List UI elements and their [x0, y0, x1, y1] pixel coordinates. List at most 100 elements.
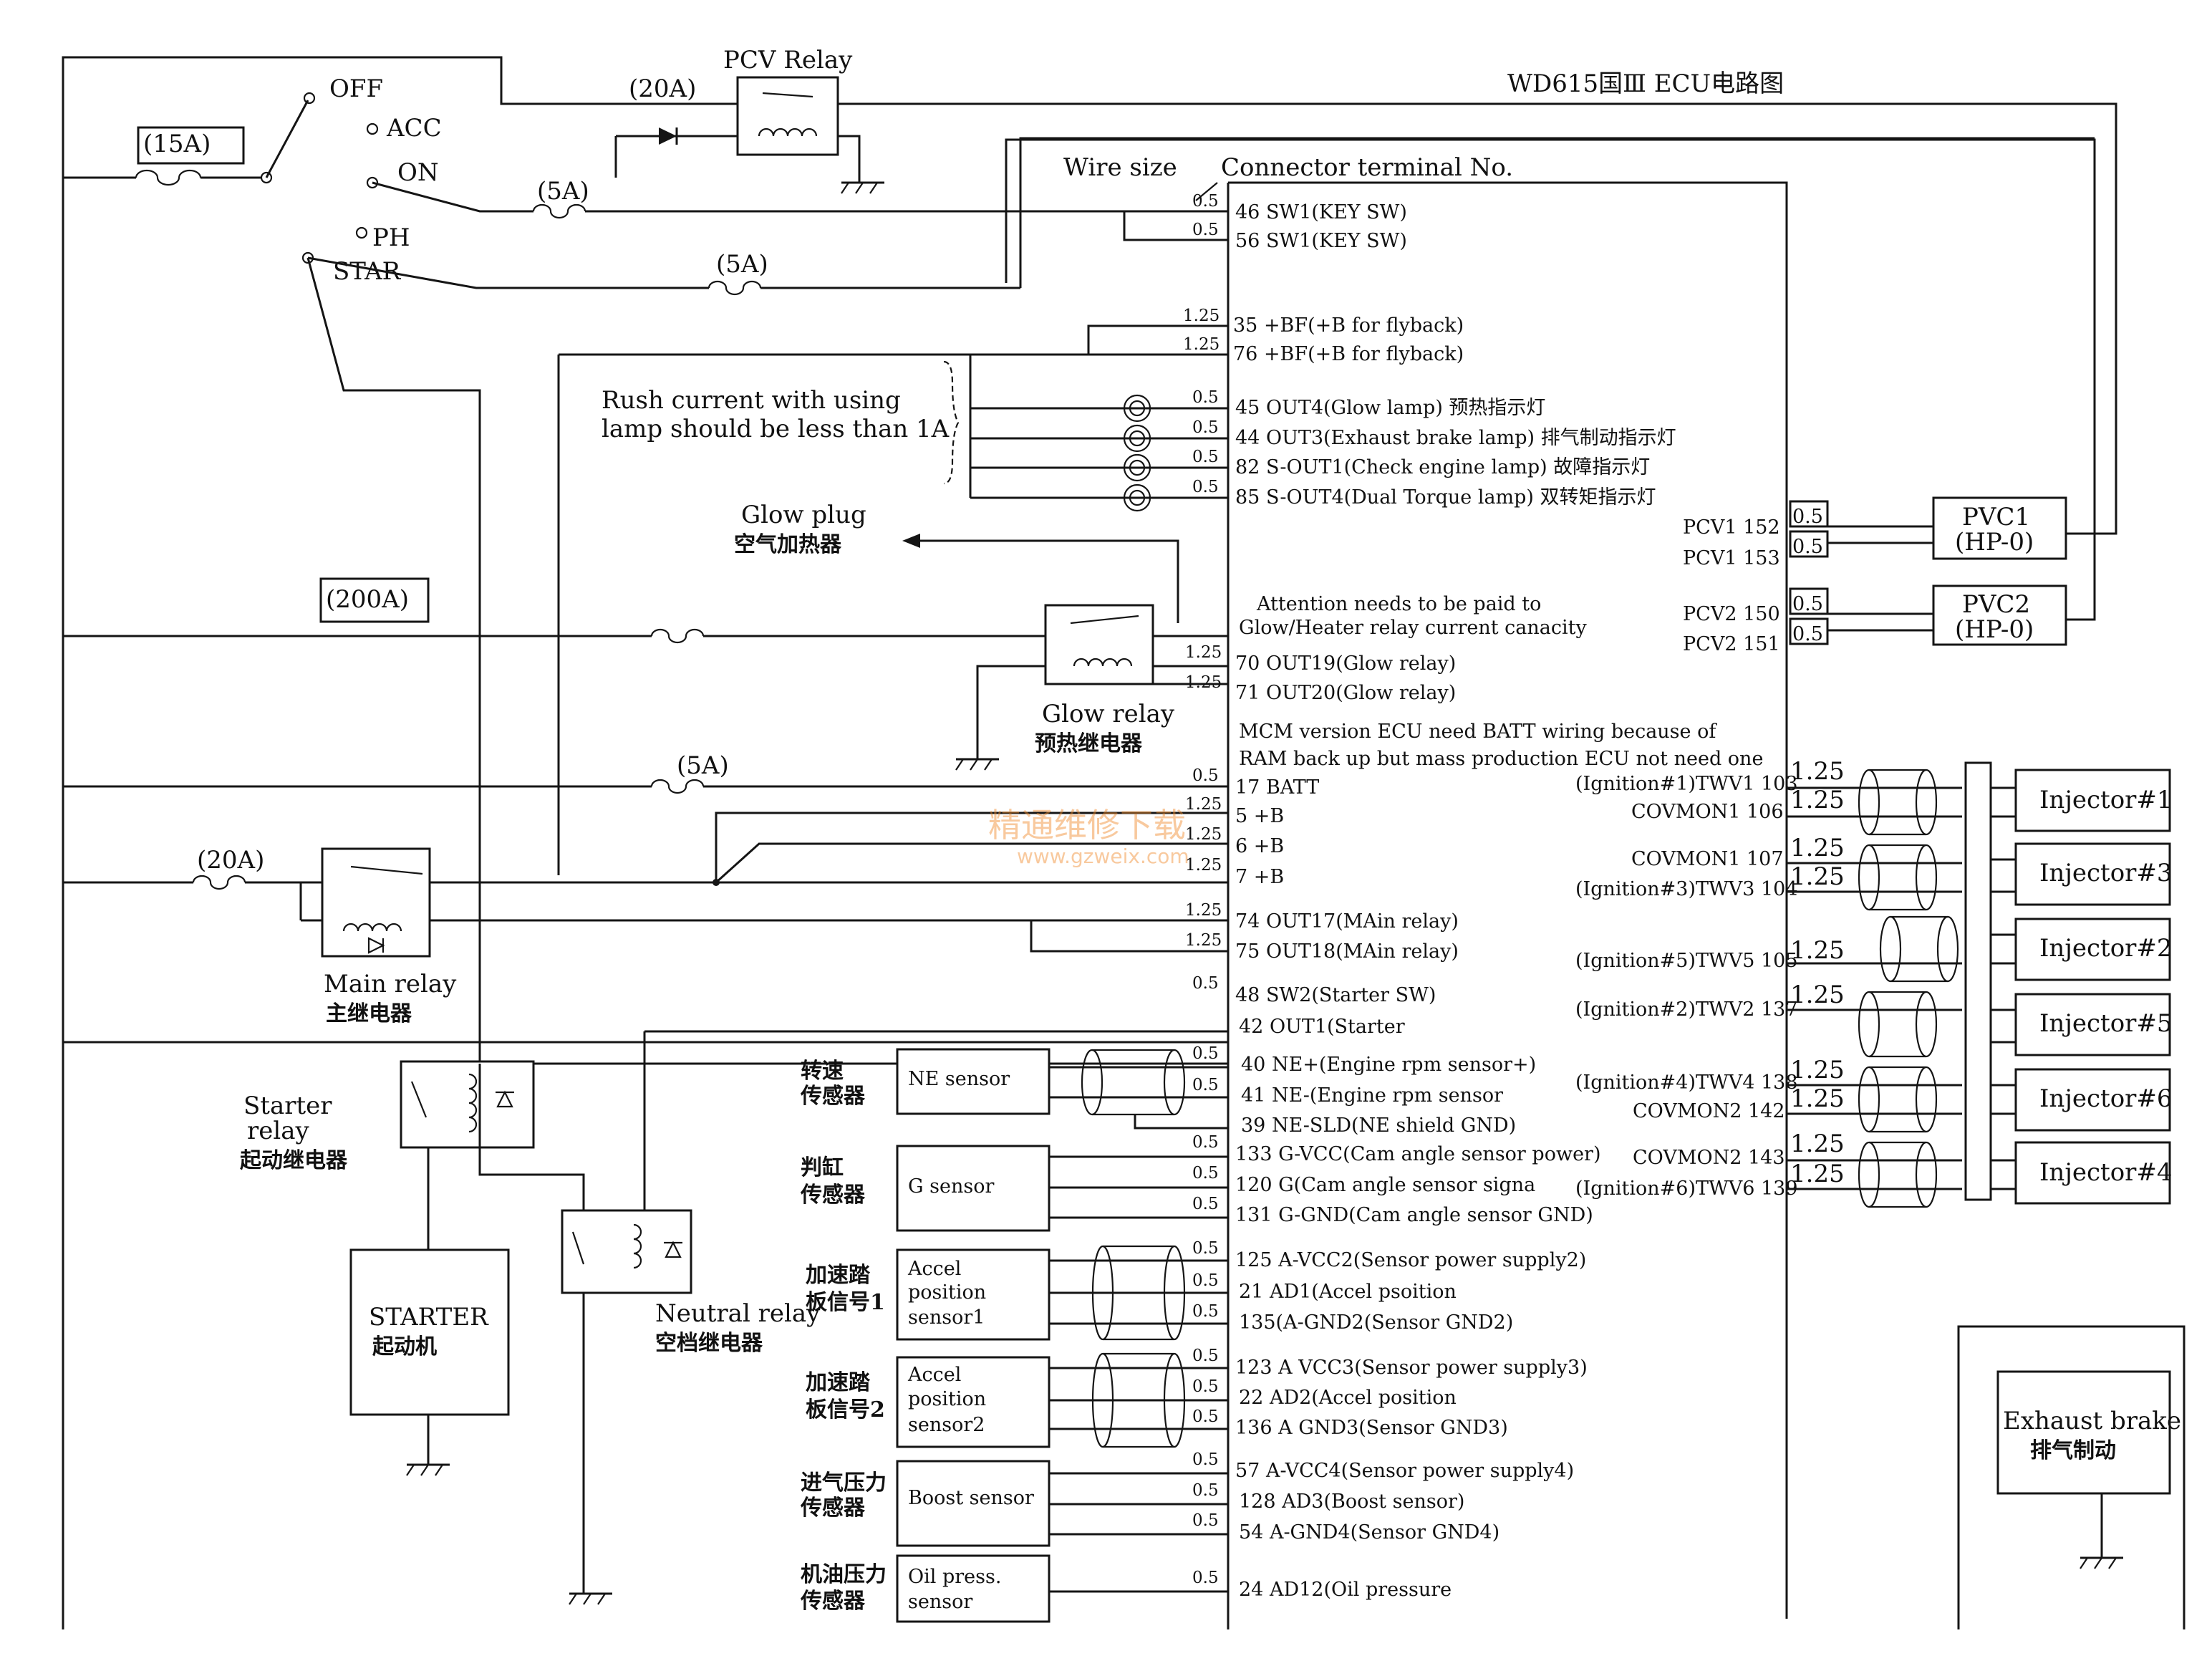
fuse-200a-label: (200A) [326, 585, 409, 614]
main-relay-zh: 主继电器 [326, 1001, 412, 1026]
ecu-pin-label: 45 OUT4(Glow lamp) 预热指示灯 [1235, 397, 1545, 419]
ecu-pin-label: 135(A-GND2(Sensor GND2) [1239, 1311, 1513, 1334]
injector-label: Injector#1 [2039, 786, 2173, 814]
ecu-pin-wire-size: 0.5 [1192, 1511, 1219, 1530]
sensor-box-label: Boost sensor [908, 1487, 1034, 1509]
switch-off: OFF [329, 74, 383, 103]
sensor-box-label: Accel [907, 1364, 961, 1386]
exhaust-brake-label: Exhaust brake [2003, 1407, 2181, 1435]
sensor-zh: 转速 [801, 1059, 844, 1084]
power-section: (5A) (20A) Main relay 主继电器 [63, 355, 1228, 1044]
rush-note-2: lamp should be less than 1A [602, 415, 950, 443]
inj-wire-size: 1.25 [1790, 862, 1845, 891]
ecu-pin-label: 17 BATT [1235, 776, 1319, 799]
sensor-box-label: sensor [908, 1591, 972, 1613]
inj-wire-size: 1.25 [1790, 1084, 1845, 1113]
ecu-pin-label: 71 OUT20(Glow relay) [1235, 682, 1456, 704]
ecu-pin-wire-size: 0.5 [1192, 1076, 1219, 1094]
glow-relay-zh: 预热继电器 [1035, 731, 1143, 756]
ecu-pin-label: 35 +BF(+B for flyback) [1233, 314, 1464, 337]
sensor-box-label: sensor1 [908, 1306, 985, 1329]
ecu-pin-wire-size: 0.5 [1192, 1407, 1219, 1426]
fuse-5a-on-label: (5A) [537, 177, 589, 206]
ecu-pin-wire-size: 0.5 [1192, 1239, 1219, 1258]
mcm-note-2: RAM back up but mass production ECU not … [1239, 748, 1763, 770]
pcv1-sub: (HP-0) [1955, 528, 2034, 557]
switch-on: ON [397, 158, 439, 187]
ecu-pin-label: 6 +B [1235, 835, 1284, 857]
sensor-zh: 传感器 [800, 1183, 866, 1208]
sensor-zh: 机油压力 [801, 1562, 887, 1587]
fuse-20a-pcv-label: (20A) [629, 74, 696, 103]
ecu-pin-wire-size: 1.25 [1185, 931, 1222, 950]
ecu-pin-wire-size: 1.25 [1185, 673, 1222, 692]
sensor-section: 转速 传感器 NE sensor 判缸 传感器 G sensor 加速踏 板信号… [800, 1048, 1228, 1623]
injector-label: Injector#3 [2039, 859, 2173, 887]
pcv-wire-size: 0.5 [1792, 536, 1823, 558]
ecu-pin-wire-size: 0.5 [1192, 1044, 1219, 1063]
injector-label: Injector#5 [2039, 1009, 2173, 1038]
neutral-relay-zh: 空档继电器 [655, 1331, 763, 1356]
starter-label: STARTER [369, 1303, 489, 1332]
ecu-pin-label: 46 SW1(KEY SW) [1235, 201, 1407, 223]
sensor-box-label: position [908, 1281, 986, 1304]
glow-plug-zh: 空气加热器 [734, 532, 842, 557]
ecu-pin-label: 24 AD12(Oil pressure [1239, 1579, 1452, 1601]
ecu-pin-label: 56 SW1(KEY SW) [1235, 230, 1407, 252]
ecu-right-pin: PCV1 152 [1683, 516, 1780, 539]
glow-relay-label: Glow relay [1042, 700, 1175, 728]
ecu-pin-label: 128 AD3(Boost sensor) [1239, 1491, 1464, 1513]
pcv-wire-size: 0.5 [1792, 593, 1823, 615]
ignition-switch: OFF ACC ON PH STAR (15A) (5A) (5A) [63, 74, 1228, 1065]
ecu-left-pins: 46 SW1(KEY SW) 0.5 56 SW1(KEY SW) 0.5 35… [1183, 192, 1676, 1601]
sensor-box-label: position [908, 1388, 986, 1410]
ecu-pin-label: 40 NE+(Engine rpm sensor+) [1241, 1054, 1536, 1076]
sensor-zh: 传感器 [800, 1496, 866, 1521]
ecu-right-pin: (Ignition#4)TWV4 138 [1575, 1072, 1798, 1094]
fuse-20a-main-label: (20A) [197, 846, 264, 875]
pcv2-sub: (HP-0) [1955, 615, 2034, 644]
pcv-relay-label: PCV Relay [723, 46, 853, 74]
ecu-pin-wire-size: 0.5 [1192, 766, 1219, 785]
sensor-zh: 加速踏 [806, 1263, 871, 1288]
ecu-pin-wire-size: 1.25 [1183, 307, 1220, 325]
sensor-box-label: sensor2 [908, 1414, 985, 1436]
sensor-zh: 传感器 [800, 1084, 866, 1109]
sensor-zh: 传感器 [800, 1589, 866, 1614]
ecu-pin-label: 123 A VCC3(Sensor power supply3) [1235, 1357, 1588, 1379]
ecu-right-pin: (Ignition#2)TWV2 137 [1575, 998, 1798, 1021]
ecu-pin-wire-size: 1.25 [1185, 901, 1222, 920]
inj-wire-size: 1.25 [1790, 757, 1845, 786]
ecu-pin-label: 22 AD2(Accel position [1239, 1387, 1457, 1409]
starter-relay-label-1: Starter [243, 1092, 332, 1120]
starter-zh: 起动机 [372, 1334, 437, 1359]
ecu-pin-label: 82 S-OUT1(Check engine lamp) 故障指示灯 [1235, 456, 1650, 478]
ecu-pin-wire-size: 0.5 [1192, 388, 1219, 407]
frame-wires [62, 56, 2117, 1629]
lamp-section: Wire size Connector terminal No. Rush cu… [559, 153, 1513, 512]
ecu-pin-wire-size: 0.5 [1192, 1164, 1219, 1183]
mcm-note-1: MCM version ECU need BATT wiring because… [1239, 721, 1717, 743]
ecu-pin-label: 41 NE-(Engine rpm sensor [1241, 1084, 1503, 1107]
ecu-right-pin: COVMON2 143 [1633, 1147, 1785, 1169]
ecu-pin-label: 48 SW2(Starter SW) [1235, 984, 1436, 1006]
sensor-box-label: Accel [907, 1258, 961, 1280]
inj-wire-size: 1.25 [1790, 786, 1845, 814]
ecu-pin-wire-size: 0.5 [1192, 192, 1219, 211]
ecu-right-pin: PCV2 150 [1683, 603, 1780, 625]
inj-wire-size: 1.25 [1790, 936, 1845, 965]
ecu-right-pin: PCV1 153 [1683, 547, 1780, 569]
ecu-pin-wire-size: 0.5 [1192, 1481, 1219, 1500]
inj-wire-size: 1.25 [1790, 1130, 1845, 1158]
ecu-pin-wire-size: 1.25 [1185, 643, 1222, 662]
ecu-pin-label: 131 G-GND(Cam angle sensor GND) [1235, 1204, 1593, 1226]
ecu-pin-wire-size: 0.5 [1192, 1377, 1219, 1396]
ecu-pin-label: 54 A-GND4(Sensor GND4) [1239, 1521, 1499, 1544]
ecu-pin-wire-size: 0.5 [1192, 418, 1219, 437]
ecu-pin-label: 125 A-VCC2(Sensor power supply2) [1235, 1249, 1586, 1271]
ecu-pin-wire-size: 0.5 [1192, 478, 1219, 496]
starter-relay-label-2: relay [247, 1117, 310, 1145]
ecu-pin-wire-size: 0.5 [1192, 221, 1219, 239]
ecu-pin-label: 39 NE-SLD(NE shield GND) [1241, 1114, 1516, 1137]
